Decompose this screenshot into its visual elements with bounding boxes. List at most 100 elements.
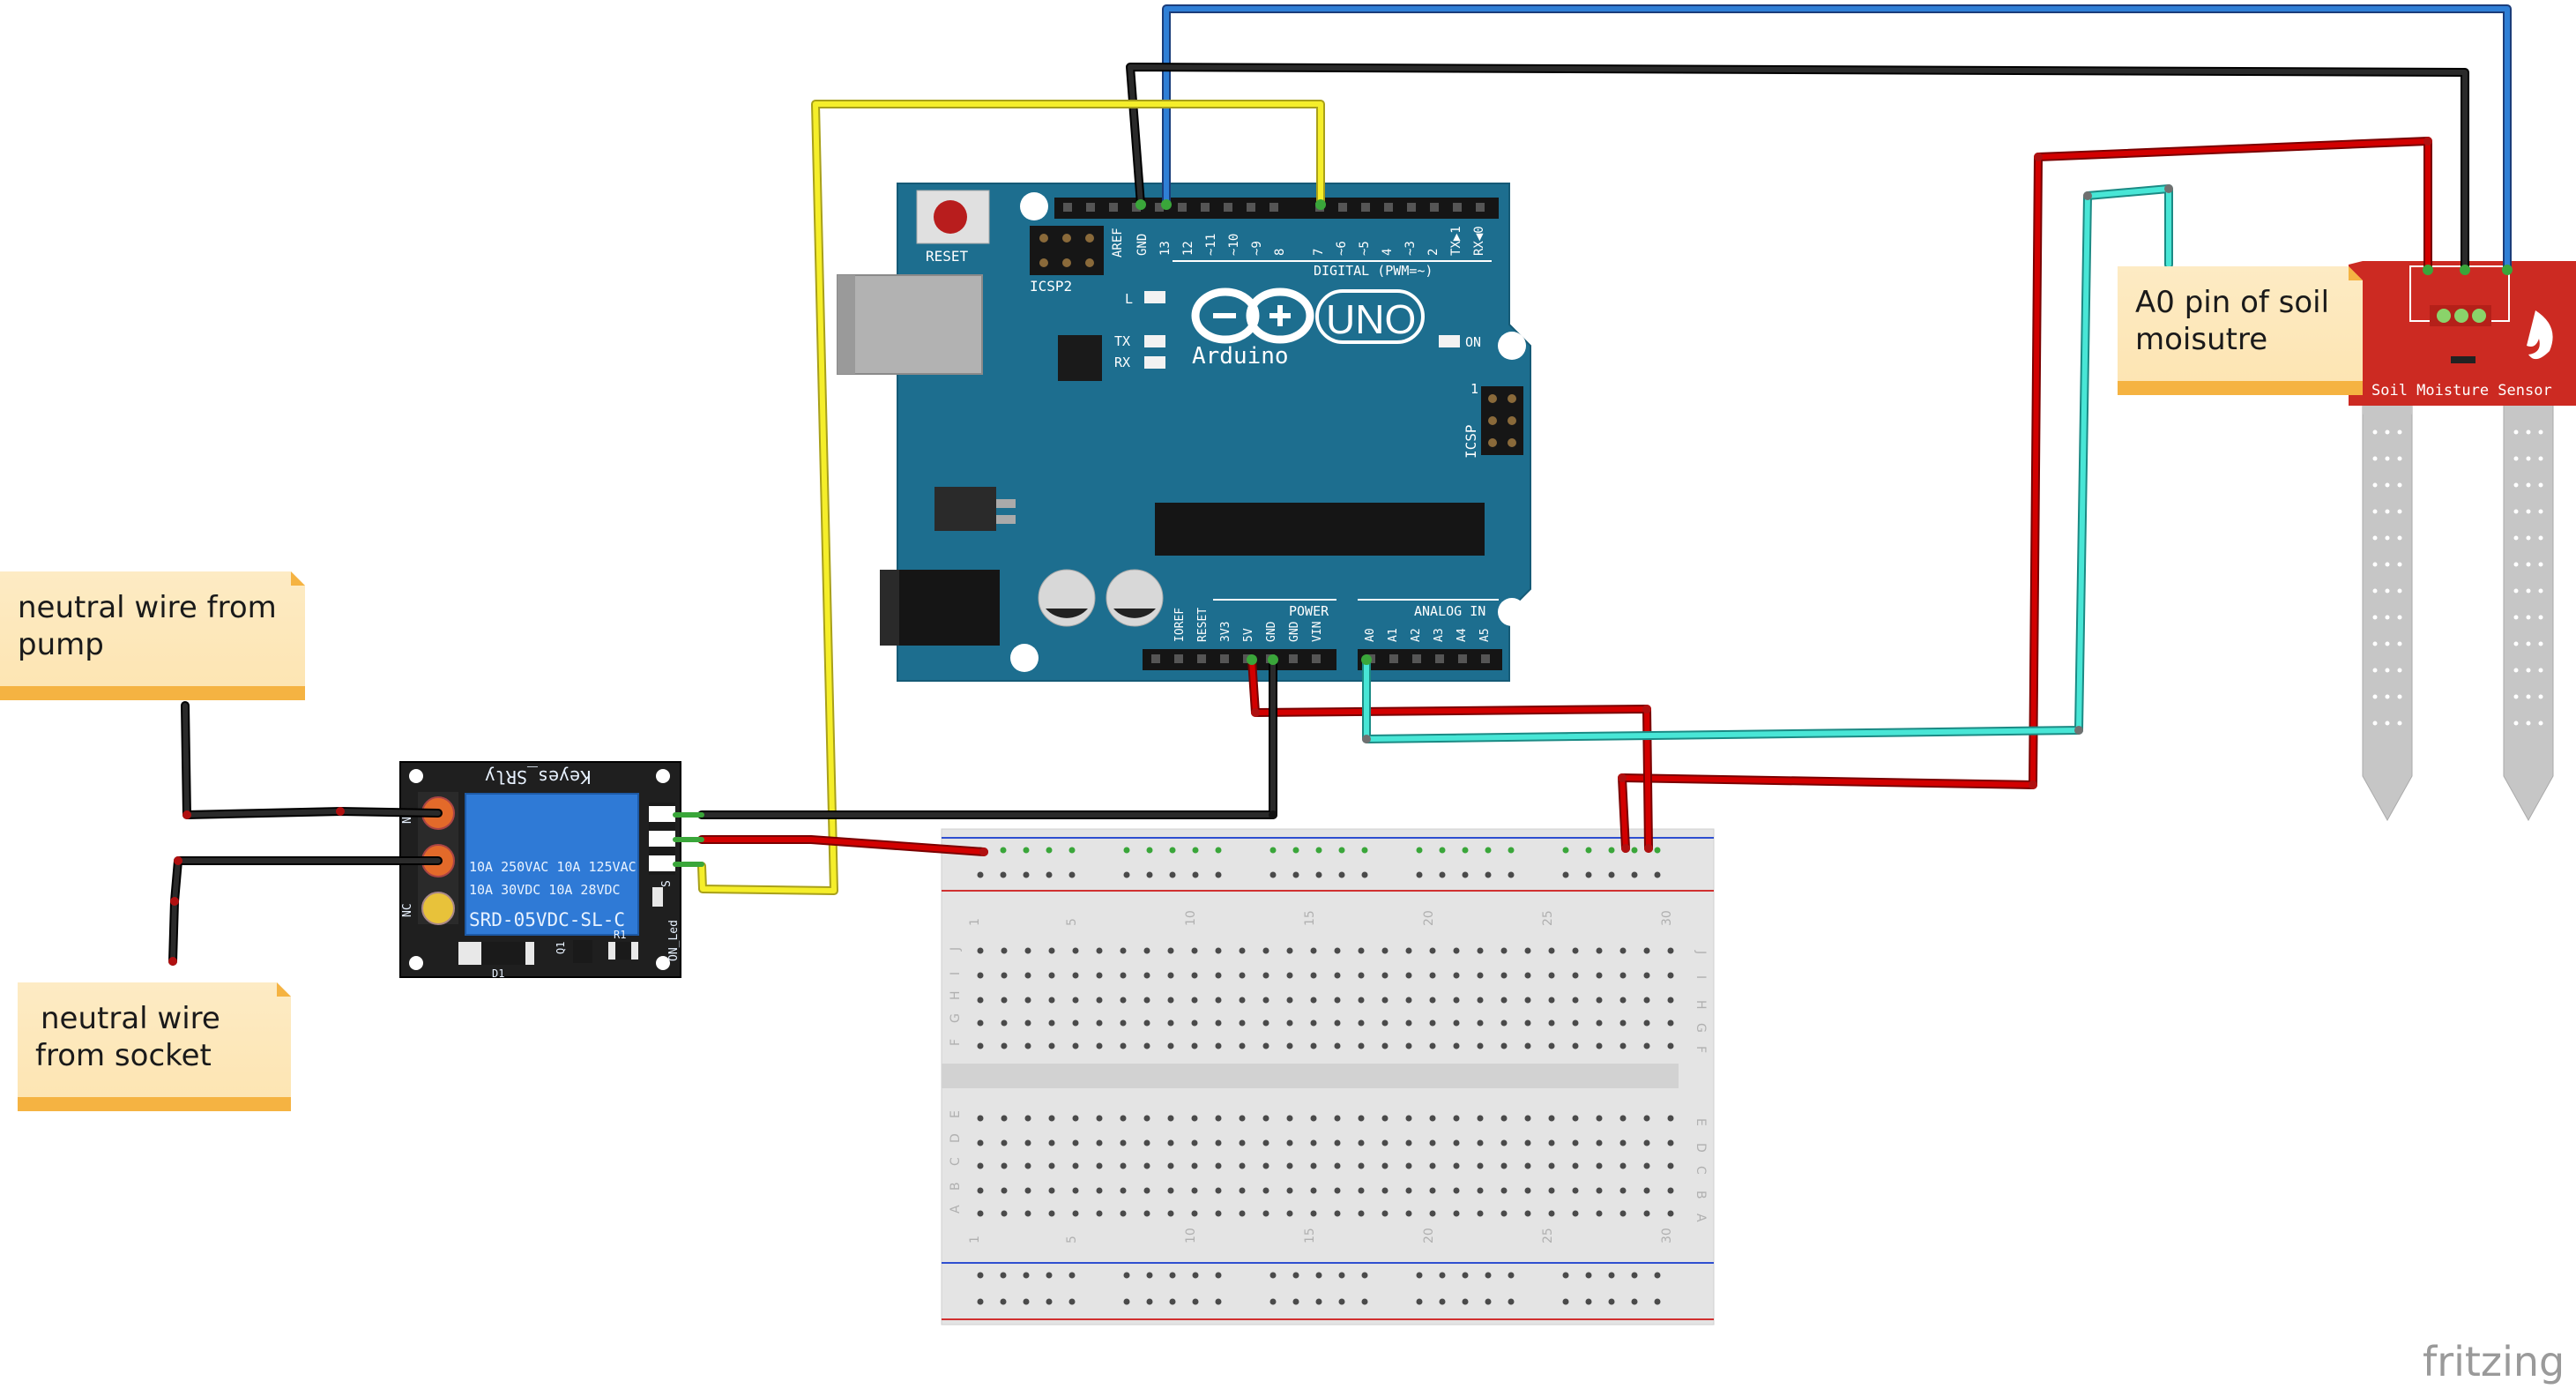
svg-text:A: A: [1694, 1214, 1708, 1222]
breadboard-holes: [977, 847, 1674, 1305]
svg-text:L: L: [1125, 291, 1133, 307]
svg-text:NC: NC: [401, 903, 414, 917]
svg-text:B: B: [949, 1182, 963, 1191]
svg-text:I: I: [949, 972, 963, 975]
arduino-brand: Arduino: [1192, 343, 1289, 370]
svg-text:D: D: [1694, 1143, 1708, 1153]
digital-pin-label: RX◀0: [1472, 226, 1486, 256]
svg-text:H: H: [949, 990, 963, 1000]
analog-pin-label: A1: [1387, 628, 1400, 642]
analog-pin-label: A5: [1478, 628, 1492, 642]
wire-black-gnd-relay: [697, 655, 1277, 819]
power-pin-label: GND: [1288, 621, 1301, 642]
note-pump-line1: neutral wire from: [18, 590, 277, 625]
svg-text:D1: D1: [492, 967, 504, 980]
digital-pin-label: 4: [1381, 249, 1395, 256]
note-a0-line2: moisutre: [2135, 322, 2267, 357]
analog-pin-label: A3: [1433, 628, 1446, 642]
fritzing-watermark: fritzing: [2423, 1338, 2565, 1385]
svg-text:25: 25: [1541, 1228, 1555, 1243]
svg-text:S: S: [660, 880, 674, 887]
digital-pin-label: TX▶1: [1449, 226, 1463, 256]
digital-pin-label: ~5: [1358, 241, 1372, 256]
arduino-logo-icon: [1191, 288, 1314, 344]
svg-text:25: 25: [1541, 910, 1555, 926]
reset-label: RESET: [926, 248, 969, 265]
svg-text:H: H: [1694, 1000, 1708, 1010]
wire-red-sensor-breadboard: [1618, 137, 2432, 853]
svg-text:10: 10: [1184, 910, 1198, 926]
svg-text:1: 1: [968, 918, 982, 926]
svg-text:5: 5: [1065, 1236, 1079, 1243]
analog-header: [1358, 649, 1502, 670]
svg-text:10A 250VAC 10A 125VAC: 10A 250VAC 10A 125VAC: [469, 859, 637, 875]
digital-pin-label: ~3: [1403, 241, 1418, 256]
svg-text:D: D: [949, 1133, 963, 1143]
breadboard-numbers-top: 1 5 10 15 20 25 30: [968, 910, 1674, 926]
power-label: POWER: [1289, 603, 1329, 619]
breadboard-numbers-bottom: 1 5 10 15 20 25 30: [968, 1228, 1674, 1243]
note-socket-line1: neutral wire: [41, 1001, 220, 1036]
breadboard: 1 5 10 15 20 25 30 1 5 10 15 20 25 30 J …: [941, 828, 1715, 1326]
svg-text:R1: R1: [614, 929, 626, 941]
svg-text:15: 15: [1303, 910, 1317, 926]
power-jack: [880, 570, 1000, 646]
soil-moisture-sensor: Soil Moisture Sensor: [2349, 261, 2576, 822]
note-pump: neutral wire from pump: [0, 571, 305, 700]
svg-text:J: J: [949, 947, 963, 952]
analog-pin-label: A4: [1456, 628, 1469, 642]
power-pin-label: 3V3: [1219, 622, 1232, 642]
svg-text:G: G: [949, 1013, 963, 1023]
svg-text:I: I: [1694, 975, 1708, 979]
svg-text:F: F: [949, 1039, 963, 1046]
relay-module: Keyes_SRly NO NC 10A 250VAC 10A 125VAC 1…: [399, 761, 681, 980]
note-pump-line2: pump: [18, 627, 104, 662]
power-pin-label: GND: [1265, 621, 1278, 642]
relay-cube: [465, 793, 639, 936]
analog-pin-label: A2: [1410, 628, 1423, 642]
svg-text:10: 10: [1184, 1228, 1198, 1243]
note-socket: neutral wire from socket: [18, 982, 291, 1111]
svg-text:ON_Led: ON_Led: [667, 920, 681, 961]
digital-pin-label: 12: [1181, 241, 1195, 256]
digital-pin-label: ~9: [1250, 241, 1264, 256]
breadboard-row-letters-right: J I H G F E D C B A: [1694, 950, 1708, 1222]
svg-text:E: E: [1694, 1118, 1708, 1126]
breadboard-row-letters-left: J I H G F E D C B A: [949, 947, 963, 1214]
svg-text:30: 30: [1660, 1228, 1674, 1243]
relay-brand: Keyes_SRly: [485, 766, 591, 788]
svg-text:AREF: AREF: [1111, 228, 1125, 258]
svg-text:1: 1: [968, 1236, 982, 1243]
svg-text:5: 5: [1065, 918, 1079, 926]
icsp2-label: ICSP2: [1030, 278, 1072, 295]
digital-pin-label: ~6: [1335, 241, 1349, 256]
svg-text:TX: TX: [1114, 333, 1130, 349]
wires: [168, 4, 2513, 966]
wire-red-5v-breadboard: [1247, 655, 1653, 853]
digital-pin-label: ~11: [1204, 234, 1218, 256]
digital-pin-label: ~10: [1227, 234, 1241, 256]
sparkfun-flame-icon: [2527, 310, 2553, 360]
svg-text:C: C: [949, 1157, 963, 1166]
svg-text:C: C: [1694, 1166, 1708, 1175]
analog-in-label: ANALOG IN: [1414, 603, 1485, 619]
svg-text:ON: ON: [1465, 334, 1481, 350]
bottom-pin-holes: [1151, 654, 1490, 663]
power-pin-label: 5V: [1242, 628, 1255, 642]
svg-text:F: F: [1694, 1046, 1708, 1053]
power-pin-label: IOREF: [1173, 608, 1187, 642]
sensor-label: Soil Moisture Sensor: [2371, 382, 2552, 400]
svg-text:15: 15: [1303, 1228, 1317, 1243]
usb-connector: [837, 274, 983, 375]
analog-pin-label: A0: [1364, 628, 1377, 642]
svg-text:A: A: [949, 1205, 963, 1214]
wire-black-socket-relay: [168, 856, 443, 966]
power-pin-label: RESET: [1196, 608, 1210, 642]
icsp-label: ICSP: [1463, 424, 1479, 459]
power-header: [1143, 649, 1336, 670]
svg-text:Q1: Q1: [555, 942, 567, 954]
svg-text:E: E: [949, 1110, 963, 1118]
